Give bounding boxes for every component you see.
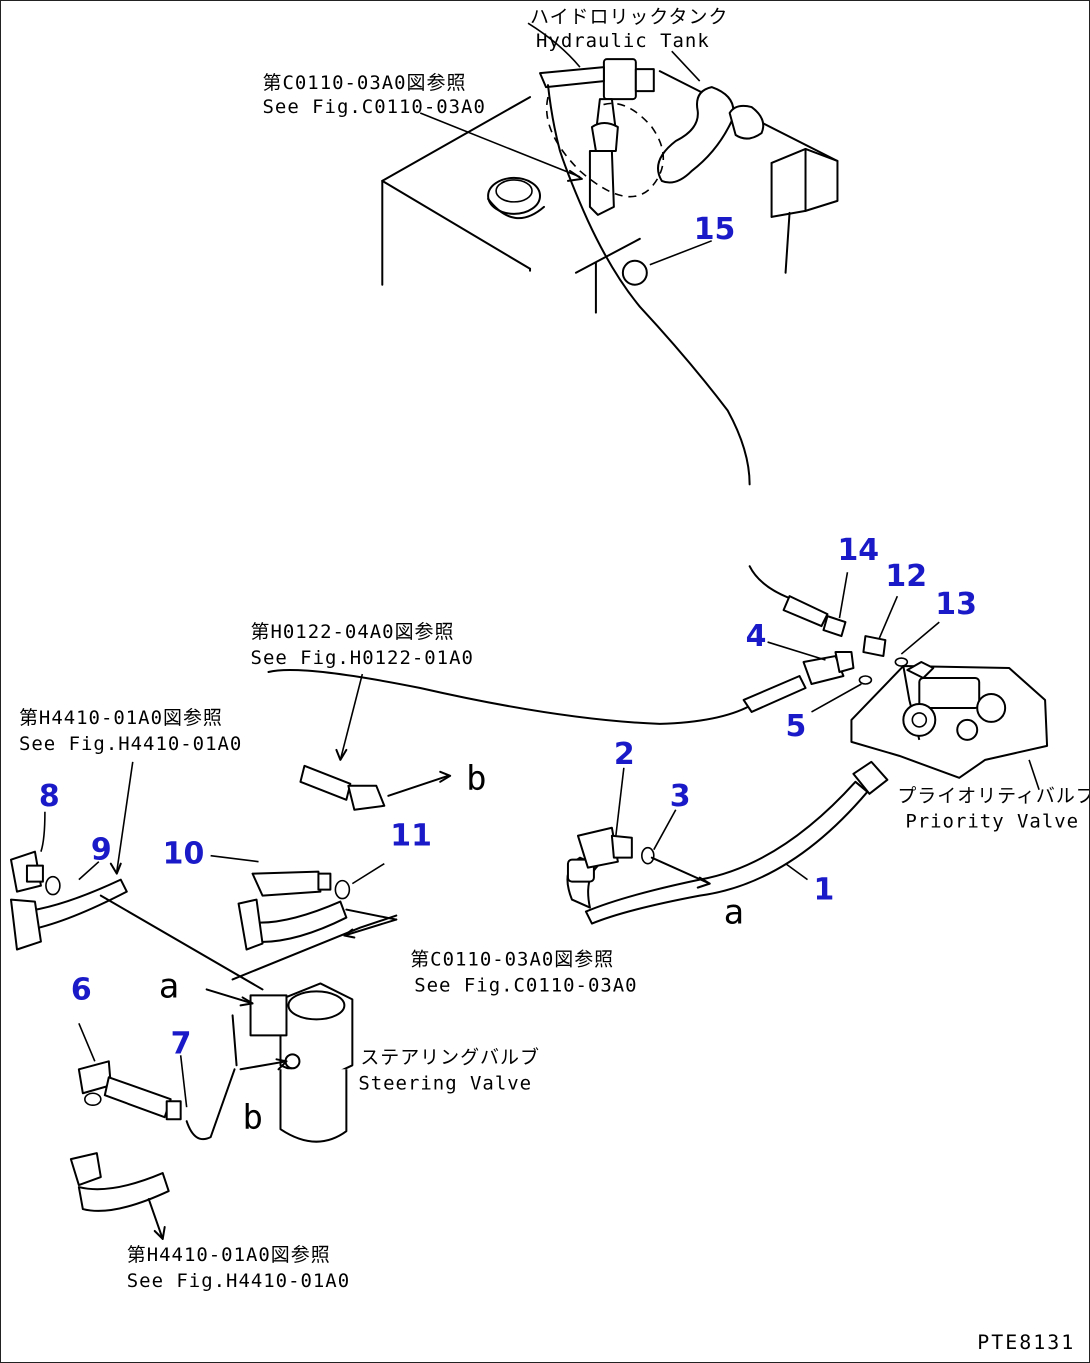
connection-letter-a-left: a bbox=[159, 967, 179, 1006]
callout-11[interactable]: 11 bbox=[390, 819, 432, 854]
ref3-label-jp: 第H4410-01A0図参照 bbox=[19, 707, 223, 729]
priority-valve-label-en: Priority Valve bbox=[905, 811, 1079, 833]
leader-lines bbox=[40, 22, 1040, 1108]
ref1-label-jp: 第C0110-03A0図参照 bbox=[263, 72, 467, 94]
callout-8[interactable]: 8 bbox=[39, 779, 60, 814]
priority-valve-label-jp: プライオリティバルブ bbox=[897, 784, 1090, 807]
callout-6[interactable]: 6 bbox=[71, 972, 92, 1007]
steering-valve-label-jp: ステアリングバルブ bbox=[360, 1045, 540, 1068]
ref2-label-en: See Fig.H0122-01A0 bbox=[251, 647, 474, 669]
priority-valve bbox=[850, 661, 1049, 779]
connection-letter-b-bottom: b bbox=[243, 1099, 263, 1138]
tank-label-en: Hydraulic Tank bbox=[536, 30, 710, 52]
callout-2[interactable]: 2 bbox=[614, 737, 635, 772]
drawing-code: PTE8131 bbox=[977, 1330, 1075, 1354]
callout-15[interactable]: 15 bbox=[694, 212, 736, 247]
ref5-label-jp: 第H4410-01A0図参照 bbox=[127, 1244, 331, 1266]
callout-7[interactable]: 7 bbox=[171, 1026, 192, 1061]
ref1-label-en: See Fig.C0110-03A0 bbox=[263, 96, 486, 118]
callout-10[interactable]: 10 bbox=[163, 837, 205, 872]
left-hoses bbox=[9, 850, 398, 1240]
callout-5[interactable]: 5 bbox=[786, 709, 807, 744]
callout-4[interactable]: 4 bbox=[746, 619, 767, 654]
tank-label-jp: ハイドロリックタンク bbox=[530, 6, 728, 28]
ref3-label-en: See Fig.H4410-01A0 bbox=[19, 733, 242, 755]
ref4-label-en: See Fig.C0110-03A0 bbox=[414, 974, 637, 996]
callout-12[interactable]: 12 bbox=[885, 559, 927, 594]
callout-9[interactable]: 9 bbox=[91, 833, 112, 868]
hose-assembly-1 bbox=[566, 760, 889, 925]
ref2-label-jp: 第H0122-04A0図参照 bbox=[251, 621, 455, 643]
ref5-label-en: See Fig.H4410-01A0 bbox=[127, 1270, 350, 1292]
callout-14[interactable]: 14 bbox=[837, 533, 879, 568]
steering-valve-label-en: Steering Valve bbox=[358, 1072, 532, 1094]
callout-3[interactable]: 3 bbox=[670, 779, 691, 814]
connection-letter-b-top: b bbox=[466, 760, 486, 799]
connection-letter-a-right: a bbox=[724, 894, 744, 933]
steering-valve bbox=[205, 914, 398, 1143]
callout-13[interactable]: 13 bbox=[935, 587, 977, 622]
ref4-label-jp: 第C0110-03A0図参照 bbox=[410, 948, 614, 970]
hydraulic-tank bbox=[381, 58, 839, 486]
callout-1[interactable]: 1 bbox=[814, 873, 835, 908]
